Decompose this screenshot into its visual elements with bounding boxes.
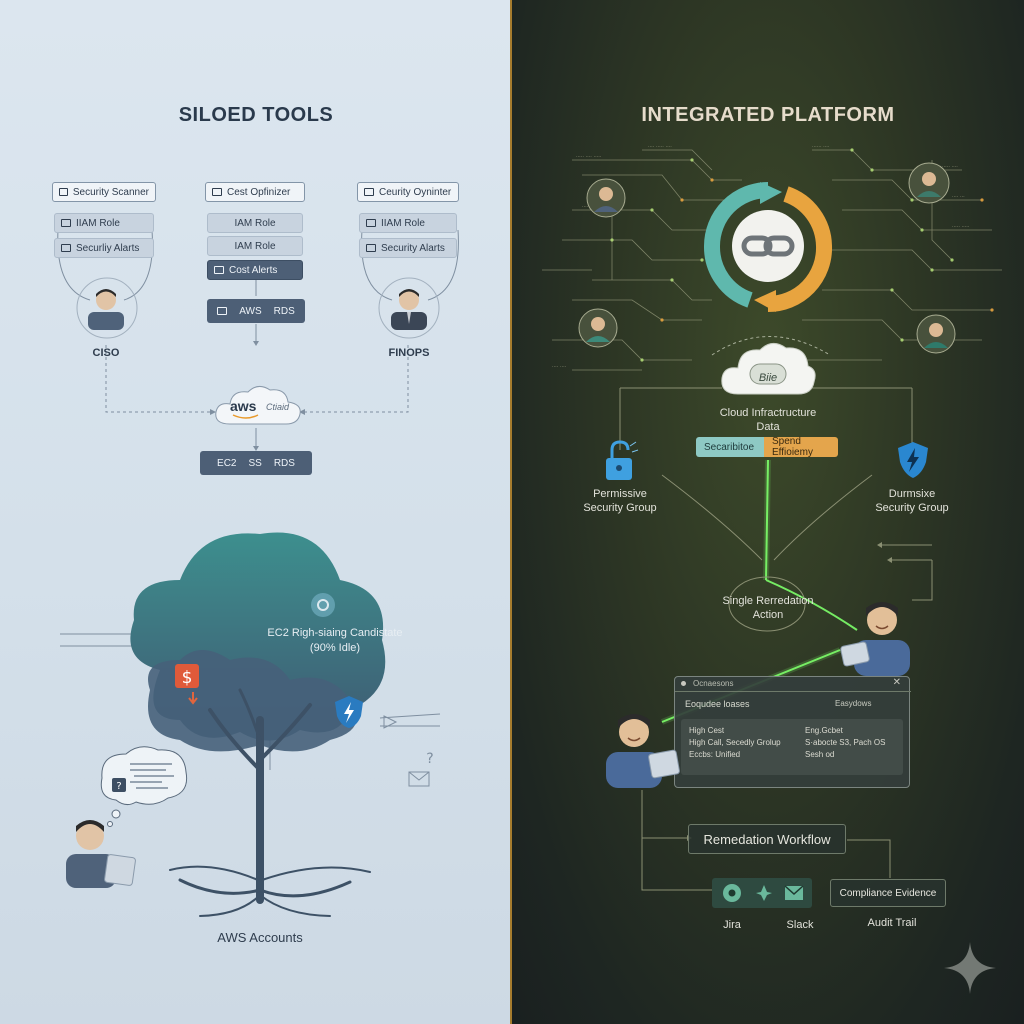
aws-smile-icon <box>232 414 259 419</box>
svg-text:?: ? <box>116 781 121 792</box>
window-items-left: High Cest High Call, Secedly Grolup Eccb… <box>689 726 781 759</box>
iam-role-box-3: IAM Role <box>207 236 303 256</box>
cloud-data-icon <box>721 343 816 395</box>
cloud-infrastructure-label: Cloud Infractructure Data <box>719 407 817 433</box>
cost-alerts-box: Cost Alerts <box>207 260 303 280</box>
slack-icon[interactable] <box>754 883 774 903</box>
svg-text:···· ···: ···· ··· <box>952 194 965 200</box>
close-icon[interactable]: ✕ <box>892 677 901 688</box>
security-alerts-box-2: Security Alarts <box>359 238 457 258</box>
lightning-shield-icon-right <box>898 442 928 478</box>
window-items-right: Eng.Gcbet S·abocte S3, Pach OS Sesh od <box>805 726 886 759</box>
iam-role-box-4: IIAM Role <box>359 213 457 233</box>
scanner-icon <box>59 188 68 196</box>
audit-trail-label: Audit Trail <box>867 917 917 929</box>
mail-icon <box>408 771 430 787</box>
finops-label: FINOPS <box>388 347 430 359</box>
iam-role-box-2: IAM Role <box>207 213 303 233</box>
sync-logo-icon <box>703 182 833 312</box>
play-icon <box>383 715 398 729</box>
aws-logo: aws <box>230 398 257 414</box>
security-pill: Secaribitoe <box>696 437 764 457</box>
action-orbit <box>728 576 806 632</box>
worried-user-avatar <box>66 820 136 888</box>
ciso-avatar <box>88 289 124 330</box>
compliance-evidence-box: Compliance Evidence <box>830 879 946 907</box>
svg-text:···· ····: ···· ···· <box>552 364 567 370</box>
iam-role-box-1: IIAM Role <box>54 213 154 233</box>
tree-illustration <box>130 532 386 917</box>
team-avatar-2 <box>908 162 950 204</box>
lock-icon <box>606 440 639 480</box>
window-dot-icon <box>681 681 686 686</box>
table-icon <box>366 219 376 227</box>
aws-cloud-icon <box>215 386 301 425</box>
svg-text:····· ····: ····· ···· <box>942 164 958 170</box>
svg-text:····· ·····: ····· ····· <box>952 224 970 230</box>
window-header-divider <box>675 691 911 692</box>
panel-divider <box>510 0 513 1024</box>
svg-text:$: $ <box>182 668 193 688</box>
window-right-sub: Easydows <box>835 699 872 708</box>
team-avatar-1 <box>586 178 626 218</box>
table-icon <box>61 219 71 227</box>
single-remediation-label: Single Rerredation Action <box>722 595 814 621</box>
sparkle-icon <box>944 942 996 994</box>
security-monitor-box: Ceurity Oyninter <box>357 182 459 202</box>
siloed-tools-title: SILOED TOOLS <box>178 104 334 126</box>
security-alerts-box-1: Securliy Alarts <box>54 238 154 258</box>
spend-efficiency-pill: Spend Effioiemy <box>764 436 838 458</box>
question-icon: ? <box>426 751 433 767</box>
cost-dollar-icon: $ <box>175 664 199 705</box>
slack-label: Slack <box>786 919 814 931</box>
jira-icon[interactable] <box>722 883 742 903</box>
monitor-icon <box>364 188 374 196</box>
aws-accounts-label: AWS Accounts <box>217 930 303 945</box>
aws-cloud-sub: Ctiaid <box>266 402 290 412</box>
window-list: High Cest High Call, Secedly Grolup Eccb… <box>681 719 903 775</box>
team-avatar-4 <box>916 314 956 354</box>
notification-window: Ocnaesons ✕ Eoqudee loases Easydows High… <box>674 676 911 788</box>
remediation-workflow-box: Remedation Workflow <box>688 824 846 854</box>
chart-icon <box>366 244 376 252</box>
svg-text:···· ····· ····: ···· ····· ···· <box>648 144 672 150</box>
security-scanner-box: Security Scanner <box>52 182 156 202</box>
finops-avatar <box>391 289 427 330</box>
chart-icon <box>61 244 71 252</box>
tree-annotation: EC2 Righ-siaing Candistate (90% Idle) <box>267 627 403 654</box>
aws-rds-box: AWS RDS <box>207 299 305 323</box>
window-title: Ocnaesons <box>693 679 734 688</box>
mail-icon-right[interactable] <box>784 885 804 901</box>
jira-label: Jira <box>723 919 741 931</box>
happy-user-avatar-2 <box>606 714 680 788</box>
svg-text:?: ? <box>426 751 433 767</box>
bottom-services-box: EC2 SS RDS <box>200 451 312 475</box>
window-subtitle: Eoqudee loases <box>685 699 750 709</box>
thought-bubble-icon: ? <box>100 746 188 827</box>
lightning-shield-icon <box>335 696 363 728</box>
siloed-tools-panel: SILOED TOOLS <box>0 0 512 1024</box>
server-icon <box>217 307 228 315</box>
cloud-badge: Biie <box>758 372 778 384</box>
optimizer-icon <box>212 188 222 196</box>
svg-text:····· ···· ·····: ····· ···· ····· <box>576 154 602 160</box>
cost-optimizer-box: Cest Opfinizer <box>205 182 305 202</box>
mail-icon <box>214 266 224 274</box>
team-avatar-3 <box>578 308 618 348</box>
integrated-platform-panel: INTEGRATED PLATFORM <box>512 0 1024 1024</box>
ciso-label: CISO <box>92 347 120 359</box>
shield-icon <box>311 593 335 617</box>
svg-text:······ ····: ······ ···· <box>812 144 830 150</box>
permissive-sg-label: Permissive Security Group <box>583 488 657 514</box>
integrated-platform-title: INTEGRATED PLATFORM <box>641 104 895 126</box>
happy-user-avatar-1 <box>840 602 910 676</box>
dormant-sg-label: Durmsixe Security Group <box>875 488 949 514</box>
